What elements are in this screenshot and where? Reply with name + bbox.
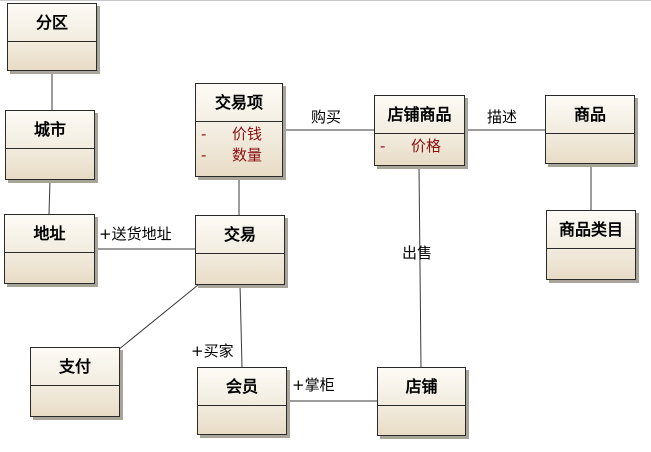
attribute-name: 数量	[232, 146, 263, 164]
attribute-row: - 价格	[375, 136, 464, 157]
class-title: 交易	[196, 216, 284, 254]
class-title: 城市	[6, 111, 94, 149]
class-title: 店铺商品	[375, 96, 464, 134]
attribute-name: 价格	[411, 137, 442, 155]
class-district[interactable]: 分区	[7, 3, 97, 71]
link-city-address	[48, 179, 51, 215]
top-border-line	[0, 0, 651, 1]
class-trade[interactable]: 交易	[195, 215, 285, 285]
class-title: 支付	[31, 348, 119, 386]
attribute-row: - 价钱	[196, 124, 282, 145]
attribute-list: - 价钱 - 数量	[196, 122, 282, 166]
link-storeproduct-store	[418, 165, 422, 368]
class-title: 商品	[546, 96, 634, 134]
class-store-product[interactable]: 店铺商品 - 价格	[374, 95, 465, 166]
class-trade-item[interactable]: 交易项 - 价钱 - 数量	[195, 83, 283, 177]
class-product-category[interactable]: 商品类目	[546, 210, 636, 280]
class-title: 店铺	[378, 368, 465, 406]
attribute-list: - 价格	[375, 134, 464, 157]
class-payment[interactable]: 支付	[30, 347, 120, 417]
attribute-name: 价钱	[232, 125, 263, 143]
label-describe: 描述	[487, 108, 518, 126]
class-title: 交易项	[196, 84, 282, 122]
label-shopkeeper: +掌柜	[292, 376, 335, 394]
link-trade-payment	[117, 284, 199, 351]
class-title: 地址	[5, 215, 94, 253]
label-sell: 出售	[402, 244, 433, 262]
class-product[interactable]: 商品	[545, 95, 635, 164]
visibility-marker: -	[201, 146, 207, 164]
label-ship-address: +送货地址	[99, 225, 172, 243]
visibility-marker: -	[380, 137, 386, 155]
link-trade-member	[239, 283, 243, 368]
class-member[interactable]: 会员	[197, 367, 287, 435]
visibility-marker: -	[201, 125, 207, 143]
attribute-row: - 数量	[196, 145, 282, 166]
label-buyer: +买家	[191, 342, 234, 360]
label-buy: 购买	[311, 108, 342, 126]
class-title: 会员	[198, 368, 286, 406]
class-title: 分区	[8, 4, 96, 42]
class-title: 商品类目	[547, 211, 635, 249]
class-store[interactable]: 店铺	[377, 367, 466, 436]
class-city[interactable]: 城市	[5, 110, 95, 180]
class-address[interactable]: 地址	[4, 214, 95, 284]
